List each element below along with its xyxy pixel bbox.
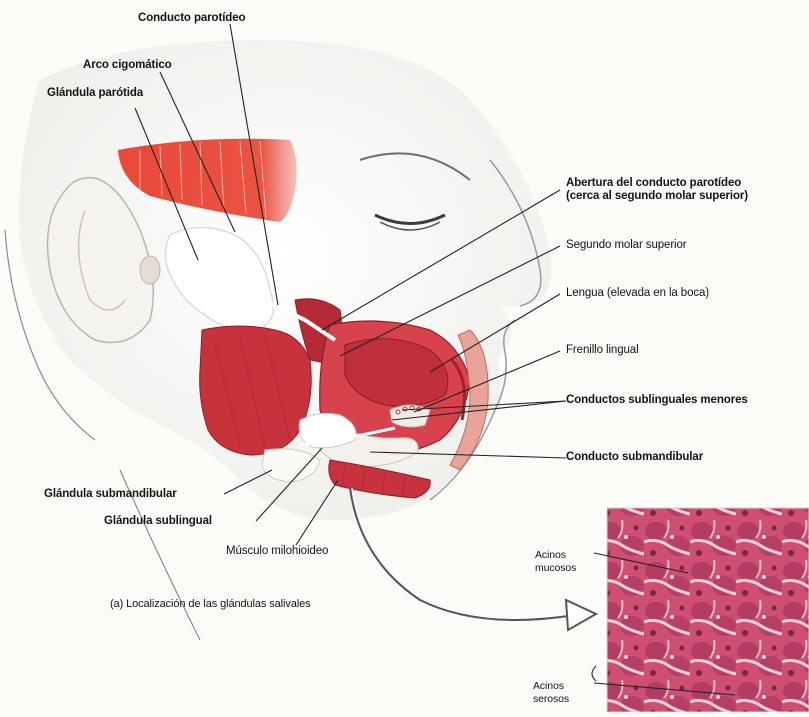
label-glandula-parotida: Glándula parótida <box>47 87 143 100</box>
label-frenillo: Frenillo lingual <box>566 344 639 357</box>
label-conducto-parotideo: Conducto parotídeo <box>138 12 245 25</box>
label-conducto-submandibular: Conducto submandibular <box>566 451 703 464</box>
label-lengua: Lengua (elevada en la boca) <box>566 287 709 300</box>
histology-micrograph <box>607 508 809 712</box>
label-musculo-milohioideo: Músculo milohioideo <box>226 545 328 558</box>
label-segundo-molar: Segundo molar superior <box>566 239 687 252</box>
masseter-muscle <box>200 326 312 455</box>
label-glandula-submandibular: Glándula submandibular <box>44 488 177 501</box>
label-acinos-serosos: Acinos serosos <box>533 680 569 706</box>
label-acinos-mucosos-1: Acinos <box>535 549 576 562</box>
label-acinos-serosos-2: serosos <box>533 693 569 706</box>
label-acinos-mucosos-2: mucosos <box>535 562 576 575</box>
figure-caption: (a) Localización de las glándulas saliva… <box>110 598 311 611</box>
label-glandula-sublingual: Glándula sublingual <box>104 515 212 528</box>
label-conductos-sublinguales: Conductos sublinguales menores <box>566 394 748 407</box>
label-abertura-line2: (cerca al segundo molar superior) <box>566 190 748 203</box>
arrowhead <box>566 600 596 630</box>
label-abertura-line1: Abertura del conducto parotídeo <box>566 177 748 190</box>
label-acinos-serosos-1: Acinos <box>533 680 569 693</box>
label-arco-cigomatico: Arco cigomático <box>83 59 172 72</box>
label-abertura-conducto: Abertura del conducto parotídeo (cerca a… <box>566 177 748 203</box>
label-acinos-mucosos: Acinos mucosos <box>535 549 576 575</box>
